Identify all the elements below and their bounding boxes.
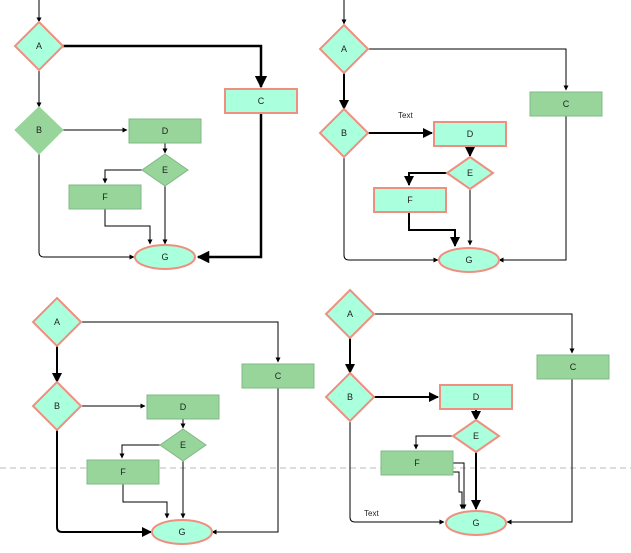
edge-e-f [119, 444, 160, 459]
terminal-g[interactable] [445, 510, 507, 536]
edge-note-text: Text [398, 111, 413, 120]
edge-f-g-lower [453, 471, 465, 510]
edge-a-c [368, 48, 569, 91]
panel-bottom-right: Text A B C D E F G [324, 288, 610, 536]
edge-f-g [408, 212, 460, 247]
process-c[interactable] [529, 91, 603, 117]
edge-f-g-upper [453, 462, 467, 510]
edges [345, 313, 575, 525]
edge-c-g [211, 388, 279, 535]
decision-b[interactable] [324, 371, 376, 423]
process-f-label: F [102, 192, 108, 202]
decision-e[interactable] [141, 153, 189, 187]
edge-a-c [63, 44, 268, 89]
process-f[interactable] [373, 187, 447, 213]
edges [52, 321, 281, 537]
edge-note-text: Text [364, 509, 379, 518]
decision-b-label: B [36, 125, 42, 135]
edge-e-f [404, 172, 447, 186]
process-f[interactable] [86, 459, 160, 485]
edge-e-f [413, 435, 453, 450]
edge-f-g [104, 209, 153, 245]
decision-a[interactable] [324, 288, 376, 340]
process-c-label: C [275, 371, 282, 381]
decision-a-label: A [347, 309, 353, 319]
decision-b-label: B [54, 401, 60, 411]
decision-a[interactable] [13, 20, 65, 72]
decision-e[interactable] [451, 418, 501, 454]
terminal-g[interactable] [151, 519, 213, 545]
process-d-label: D [467, 129, 474, 139]
terminal-g[interactable] [438, 247, 500, 273]
decision-b-label: B [341, 128, 347, 138]
process-d[interactable] [433, 121, 507, 147]
process-c[interactable] [241, 363, 315, 389]
process-c[interactable] [536, 354, 610, 380]
process-f-label: F [120, 467, 126, 477]
decision-e-label: E [473, 431, 479, 441]
decision-b[interactable] [318, 107, 370, 159]
process-c-label: C [258, 96, 265, 106]
process-d[interactable] [128, 118, 202, 144]
edge-a-c [81, 321, 281, 363]
panel-top-left: A B C D E F G [13, 0, 298, 270]
decision-a[interactable] [318, 23, 370, 75]
panel-top-right: Text A B C D E F G [318, 0, 603, 273]
decision-e-label: E [467, 168, 473, 178]
edge-f-g [122, 484, 170, 519]
decision-a-label: A [341, 44, 347, 54]
process-d-label: D [162, 126, 169, 136]
edges [339, 0, 569, 263]
decision-a-label: A [54, 317, 60, 327]
decision-a-label: A [36, 41, 42, 51]
edge-c-g [498, 116, 567, 263]
process-c-label: C [570, 362, 577, 372]
terminal-g-label: G [465, 255, 472, 265]
process-d[interactable] [146, 394, 220, 420]
process-c[interactable] [224, 88, 298, 114]
terminal-g-label: G [161, 252, 168, 262]
decision-e-label: E [162, 165, 168, 175]
terminal-g-label: G [472, 518, 479, 528]
process-f-label: F [407, 195, 413, 205]
edge-c-g [196, 113, 263, 264]
terminal-g[interactable] [134, 244, 196, 270]
process-d-label: D [473, 392, 480, 402]
decision-e[interactable] [445, 155, 495, 191]
process-d[interactable] [439, 384, 513, 410]
decision-b[interactable] [31, 380, 83, 432]
process-f-label: F [414, 458, 420, 468]
process-f[interactable] [68, 184, 142, 210]
edge-b-g [349, 421, 445, 525]
edge-e-f [102, 169, 143, 184]
panel-bottom-left: A B C D E F G [31, 296, 315, 545]
process-f[interactable] [380, 450, 454, 476]
decision-e-label: E [180, 440, 186, 450]
process-d-label: D [180, 402, 187, 412]
edge-a-c [374, 313, 575, 354]
decision-a[interactable] [31, 296, 83, 348]
terminal-g-label: G [178, 527, 185, 537]
decision-e[interactable] [159, 428, 207, 462]
decision-b[interactable] [14, 106, 64, 155]
edge-b-g [38, 154, 135, 260]
edges [36, 0, 268, 264]
edge-c-g [506, 379, 573, 525]
edge-b-g [56, 430, 152, 537]
edge-b-g [343, 157, 439, 263]
process-c-label: C [563, 99, 570, 109]
decision-b-label: B [347, 392, 353, 402]
